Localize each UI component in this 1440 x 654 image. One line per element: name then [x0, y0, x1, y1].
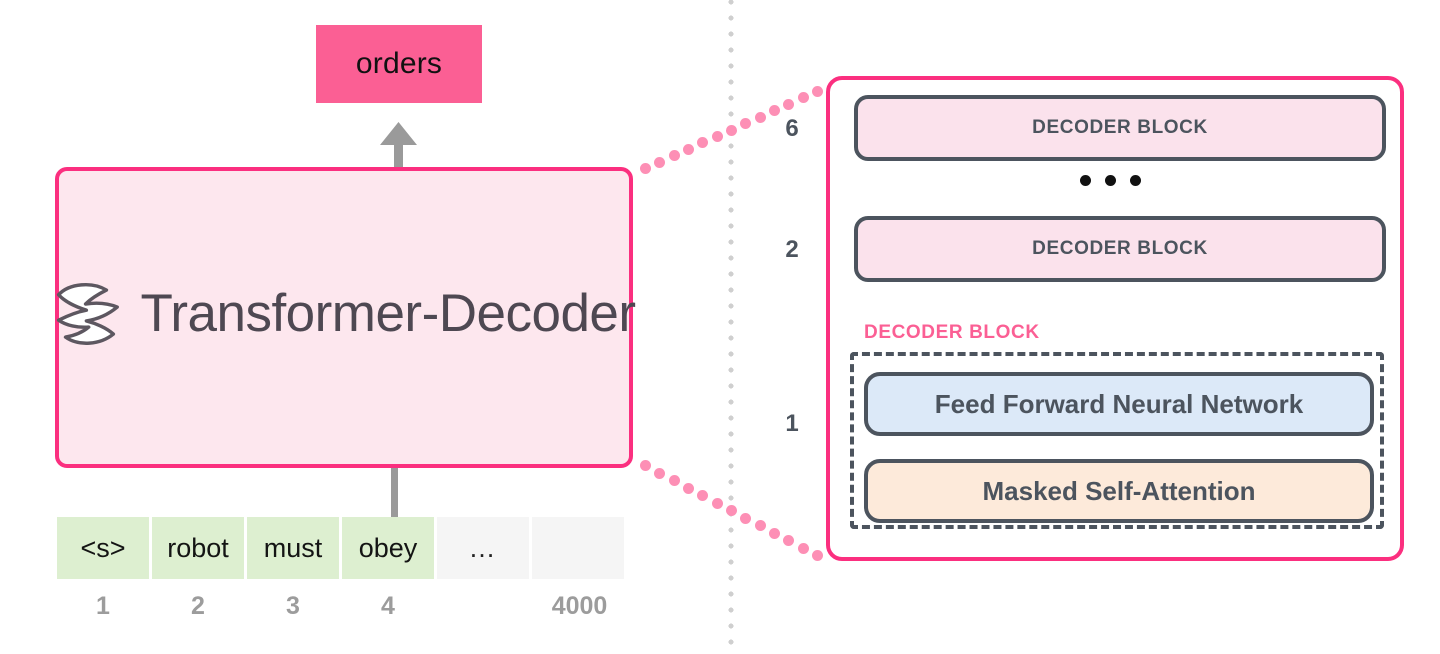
token-index: 4000 [551, 592, 608, 620]
connector-dot [797, 542, 809, 554]
connector-dot [711, 130, 723, 142]
transformer-decoder-box: Transformer-Decoder [52, 167, 636, 468]
expanded-decoder-block-label: DECODER BLOCK [864, 322, 1040, 343]
token-label: … [468, 532, 498, 563]
connector-dot [740, 118, 752, 130]
connector-dot [754, 111, 766, 123]
vertical-dotted-divider [728, 0, 734, 654]
token-index: 4 [381, 592, 395, 620]
connector-dot [783, 535, 795, 546]
token-cell: obey [342, 517, 434, 579]
connector-dot [668, 150, 680, 162]
connector-dot [683, 143, 694, 155]
token-cell: <s> [57, 517, 149, 579]
token-index: 1 [96, 592, 110, 620]
input-token-strip: <s> robot must obey … [57, 517, 624, 579]
connector-dot [769, 527, 780, 539]
decoder-block-label: DECODER BLOCK [1032, 117, 1208, 138]
model-name-label: Transformer-Decoder [140, 284, 636, 343]
token-index-strip: 1 2 3 4 4000 [57, 592, 627, 621]
connector-dot [812, 550, 823, 561]
token-index: 3 [286, 592, 300, 620]
token-label: robot [167, 532, 229, 563]
token-cell-ellipsis: … [437, 517, 529, 579]
token-label: obey [358, 532, 418, 563]
masked-self-attention-box: Masked Self-Attention [864, 459, 1374, 523]
connector-dot [754, 520, 766, 531]
token-label: <s> [80, 532, 126, 563]
connector-dot [783, 98, 795, 110]
token-cell-empty [532, 517, 624, 579]
horizontal-ellipsis-icon [1080, 175, 1141, 186]
token-index: 2 [191, 592, 205, 620]
connector-dot [683, 482, 694, 494]
layer-number: 6 [785, 115, 799, 142]
output-token-box: orders [316, 25, 482, 103]
feed-forward-label: Feed Forward Neural Network [934, 388, 1304, 419]
feed-forward-neural-network-box: Feed Forward Neural Network [864, 372, 1374, 436]
connector-dot [797, 92, 809, 104]
token-index [437, 592, 529, 621]
connector-dot [654, 156, 666, 168]
expanded-decoder-block-group [850, 352, 1384, 529]
output-token-label: orders [355, 47, 443, 80]
masked-self-attention-label: Masked Self-Attention [982, 475, 1256, 506]
connector-dot [697, 490, 709, 501]
layer-number: 2 [785, 236, 799, 263]
token-cell: robot [152, 517, 244, 579]
decoder-block-2: DECODER BLOCK [854, 216, 1386, 282]
connector-dot [640, 163, 651, 174]
arrow-up-icon [380, 122, 417, 170]
token-cell: must [247, 517, 339, 579]
layer-number: 1 [785, 410, 799, 437]
vertical-line-icon [391, 468, 398, 520]
connector-dot [654, 467, 666, 479]
connector-dot [668, 475, 680, 486]
connector-dot [697, 137, 709, 149]
transformer-decoder-content: Transformer-Decoder [52, 277, 636, 351]
decoder-block-6: DECODER BLOCK [854, 95, 1386, 161]
decoder-block-label: DECODER BLOCK [1032, 238, 1208, 259]
token-label: must [263, 532, 323, 563]
connector-dot [740, 512, 752, 524]
connector-dot [812, 86, 823, 97]
connector-dot [640, 460, 651, 471]
bird-logo-icon [57, 282, 120, 345]
connector-dot [711, 497, 723, 509]
